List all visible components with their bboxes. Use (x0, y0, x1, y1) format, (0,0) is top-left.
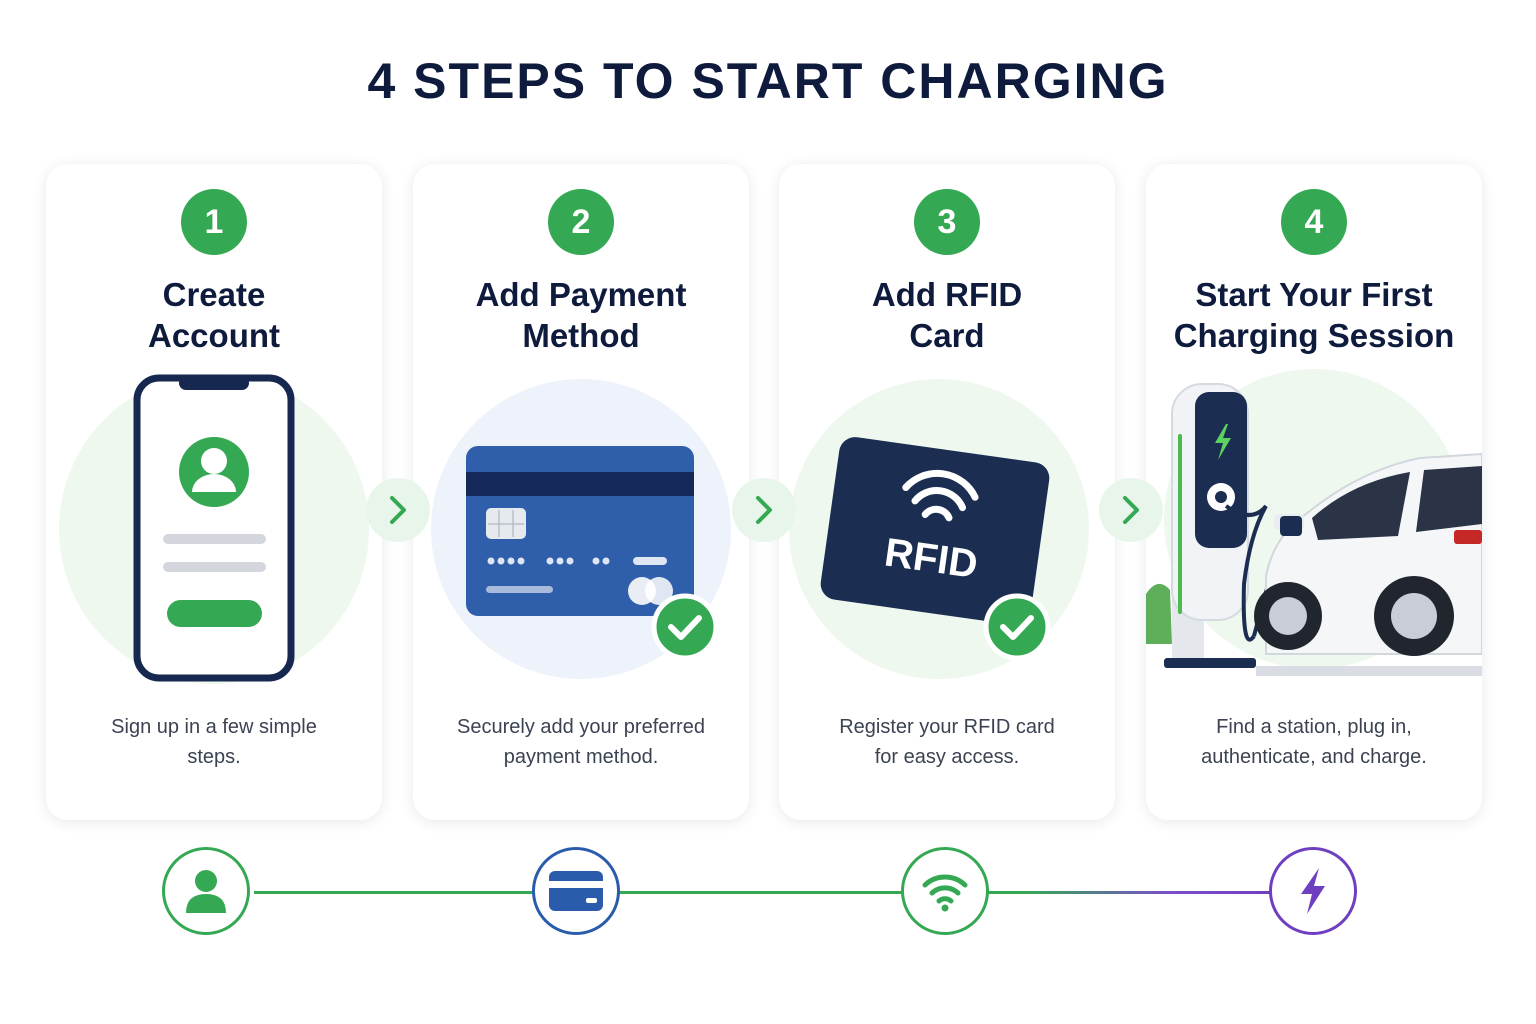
chevron-right-icon (756, 496, 772, 524)
step-description: Sign up in a few simple steps. (111, 716, 317, 768)
step-card-add-payment: 2 Add Payment Method Securely add your p… (413, 164, 749, 820)
wifi-icon (922, 874, 968, 912)
timeline-step-rfid (901, 847, 989, 935)
step-title: Create Account (148, 276, 280, 354)
page-title: 4 STEPS TO START CHARGING (367, 53, 1169, 109)
chevron-right-icon (1123, 496, 1139, 524)
step-number-badge: 4 (1281, 189, 1347, 255)
step-description: Securely add your preferred payment meth… (457, 716, 705, 768)
user-icon (186, 870, 226, 913)
step-card-add-rfid: 3 Add RFID Card RFID Register your RFID … (779, 164, 1115, 820)
timeline-step-charge (1269, 847, 1357, 935)
phone-illustration (59, 374, 369, 684)
ev-charging-illustration (1146, 369, 1482, 676)
next-step-arrow (732, 478, 796, 542)
lightning-icon (1301, 868, 1325, 914)
step-number-badge: 2 (548, 189, 614, 255)
timeline-step-payment (532, 847, 620, 935)
step-description: Find a station, plug in, authenticate, a… (1201, 716, 1427, 768)
step-card-start-charging: 4 Start Your First Charging Session Find… (1146, 164, 1482, 820)
step-number-badge: 1 (181, 189, 247, 255)
step-title: Add Payment Method (475, 276, 687, 354)
step-title: Add RFID Card (871, 276, 1023, 354)
timeline-step-account (162, 847, 250, 935)
chevron-right-icon (390, 496, 406, 524)
credit-card-illustration (431, 379, 731, 679)
next-step-arrow (1099, 478, 1163, 542)
step-number-badge: 3 (914, 189, 980, 255)
timeline-connector (254, 891, 1270, 894)
next-step-arrow (366, 478, 430, 542)
step-description: Register your RFID card for easy access. (839, 716, 1055, 768)
credit-card-icon (549, 871, 603, 911)
step-title: Start Your First Charging Session (1173, 276, 1455, 354)
step-card-create-account: 1 Create Account Sign up in a few simple… (46, 164, 382, 820)
rfid-card-illustration: RFID (789, 379, 1089, 679)
